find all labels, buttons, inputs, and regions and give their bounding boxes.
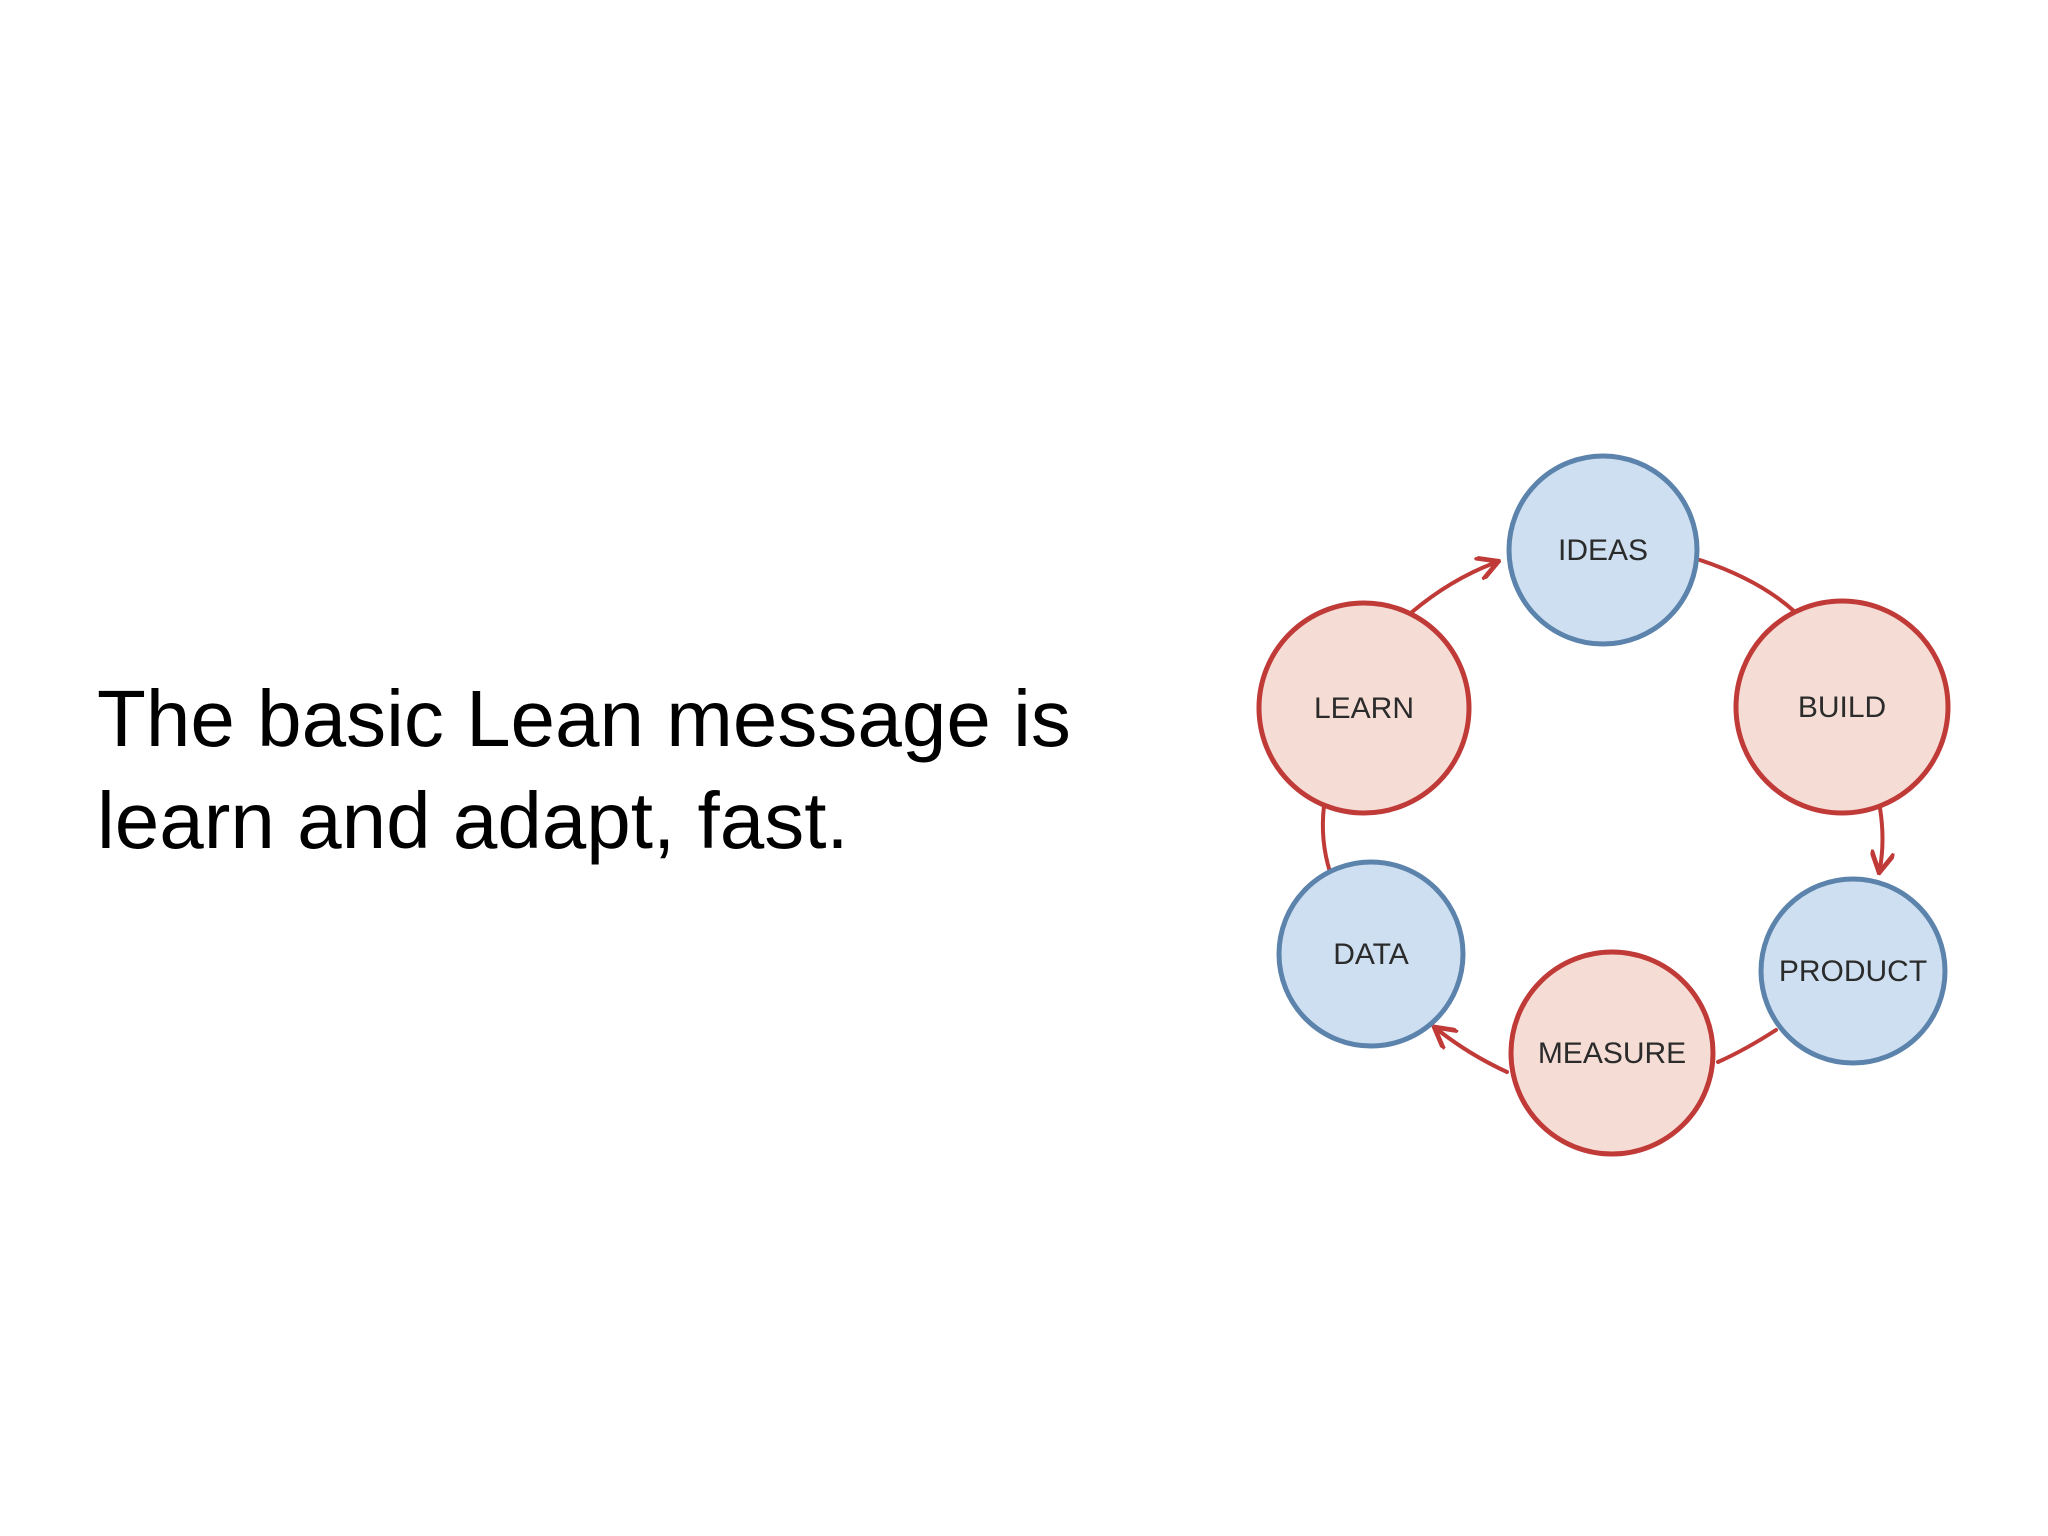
node-build-circle	[1733, 598, 1951, 816]
slide-headline: The basic Lean message is learn and adap…	[97, 668, 1197, 872]
headline-line-1: The basic Lean message is	[97, 674, 1071, 763]
node-ideas-label: IDEAS	[1558, 534, 1648, 567]
arrow-measure-data	[1438, 1030, 1509, 1074]
node-data: DATA	[1276, 859, 1466, 1049]
node-build: BUILD	[1733, 598, 1951, 816]
headline-line-2: learn and adapt, fast.	[97, 776, 849, 865]
cycle-connectors	[1320, 558, 1883, 1074]
node-learn: LEARN	[1256, 600, 1472, 816]
node-measure-circle	[1508, 949, 1716, 1157]
node-product: PRODUCT	[1758, 876, 1948, 1066]
arrow-product-measure	[1716, 1028, 1778, 1064]
node-ideas-circle	[1506, 453, 1700, 647]
node-build-label: BUILD	[1798, 691, 1886, 724]
arrow-learn-ideas	[1410, 563, 1494, 614]
node-ideas: IDEAS	[1506, 453, 1700, 647]
node-product-label: PRODUCT	[1779, 955, 1927, 988]
arrow-ideas-build	[1698, 558, 1797, 614]
node-product-circle	[1758, 876, 1948, 1066]
cycle-nodes: IDEAS BUILD PRODUCT MEASURE DATA LEARN	[1256, 453, 1951, 1157]
node-measure: MEASURE	[1508, 949, 1716, 1157]
arrow-data-learn	[1320, 804, 1332, 874]
node-data-label: DATA	[1333, 938, 1409, 971]
node-measure-label: MEASURE	[1538, 1037, 1686, 1070]
node-learn-circle	[1256, 600, 1472, 816]
arrow-build-product	[1880, 806, 1883, 868]
node-learn-label: LEARN	[1314, 692, 1414, 725]
node-data-circle	[1276, 859, 1466, 1049]
